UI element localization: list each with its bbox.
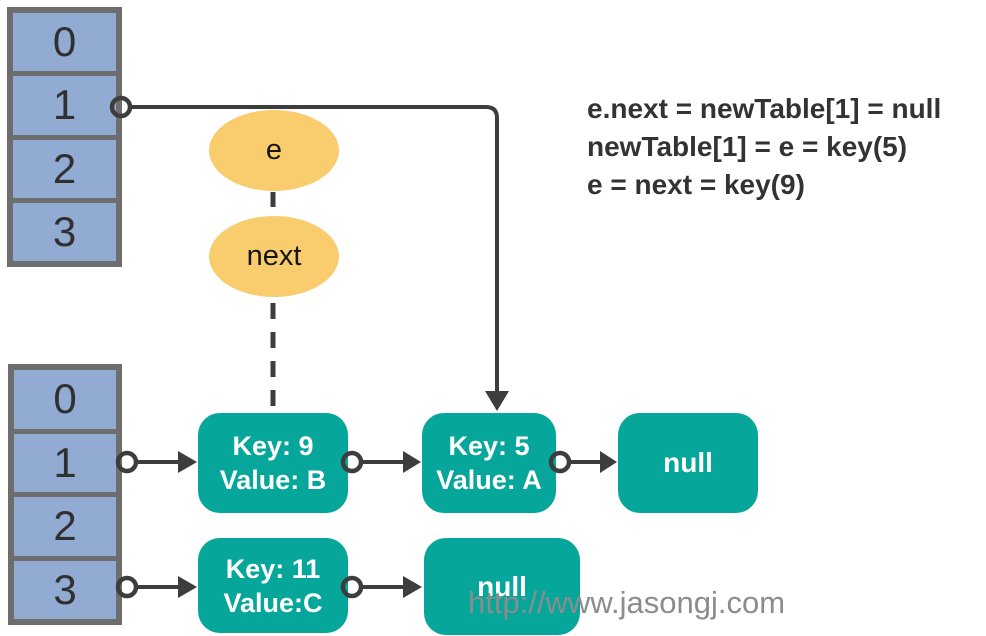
arrow-oldtable1-to-key9 [115, 450, 197, 474]
pointer-next-label: next [246, 240, 302, 272]
node-null-top: null [618, 413, 758, 513]
node-null-bottom-label: null [477, 570, 527, 602]
node-key11-key: Key: 11 [225, 553, 321, 584]
arrowhead-right-icon [600, 451, 617, 473]
node-key5-key: Key: 5 [448, 431, 530, 461]
code-line-1: e.next = newTable[1] = null [587, 93, 942, 124]
node-key11-value: Value:C [223, 587, 323, 618]
new-table-array: 0 1 2 3 [7, 7, 122, 267]
new-table-cell-1: 1 [13, 76, 116, 135]
new-table-cell-2: 2 [13, 139, 116, 198]
pointer-next-ellipse: next [209, 216, 339, 297]
arrowhead-right-icon [403, 576, 422, 598]
old-table-cell-0: 0 [14, 370, 116, 429]
old-table-array: 0 1 2 3 [8, 364, 122, 625]
node-key9-key: Key: 9 [232, 431, 314, 461]
node-key9-value: Value: B [219, 465, 327, 495]
code-line-2: newTable[1] = e = key(5) [587, 131, 908, 162]
new-table-cell-0: 0 [13, 13, 116, 72]
node-key9: Key: 9 Value: B [198, 413, 348, 513]
watermark-url: http://www.jasongj.com [468, 585, 786, 620]
arrow-key5-to-null [548, 450, 617, 474]
node-null-bottom: null [424, 538, 580, 635]
arrowhead-right-icon [403, 451, 421, 473]
old-table-cell-1: 1 [14, 433, 116, 492]
arrow-key9-to-key5 [340, 450, 421, 474]
code-line-3: e = next = key(9) [587, 169, 805, 200]
pointer-e-label: e [265, 134, 283, 166]
arrowhead-right-icon [178, 451, 197, 473]
node-key5-value: Value: A [436, 465, 542, 495]
arrow-key11-to-null [340, 575, 422, 599]
arrow-oldtable3-to-key11 [115, 575, 197, 599]
node-null-top-label: null [663, 447, 713, 478]
old-table-cell-2: 2 [14, 497, 116, 556]
arrowhead-down-icon [485, 391, 509, 411]
node-key5: Key: 5 Value: A [422, 413, 556, 513]
arrowhead-right-icon [178, 576, 197, 598]
node-key11: Key: 11 Value:C [198, 538, 348, 633]
code-statements: e.next = newTable[1] = null newTable[1] … [587, 90, 941, 204]
new-table-cell-3: 3 [13, 202, 116, 261]
old-table-cell-3: 3 [14, 560, 116, 619]
pointer-e-ellipse: e [209, 110, 339, 191]
